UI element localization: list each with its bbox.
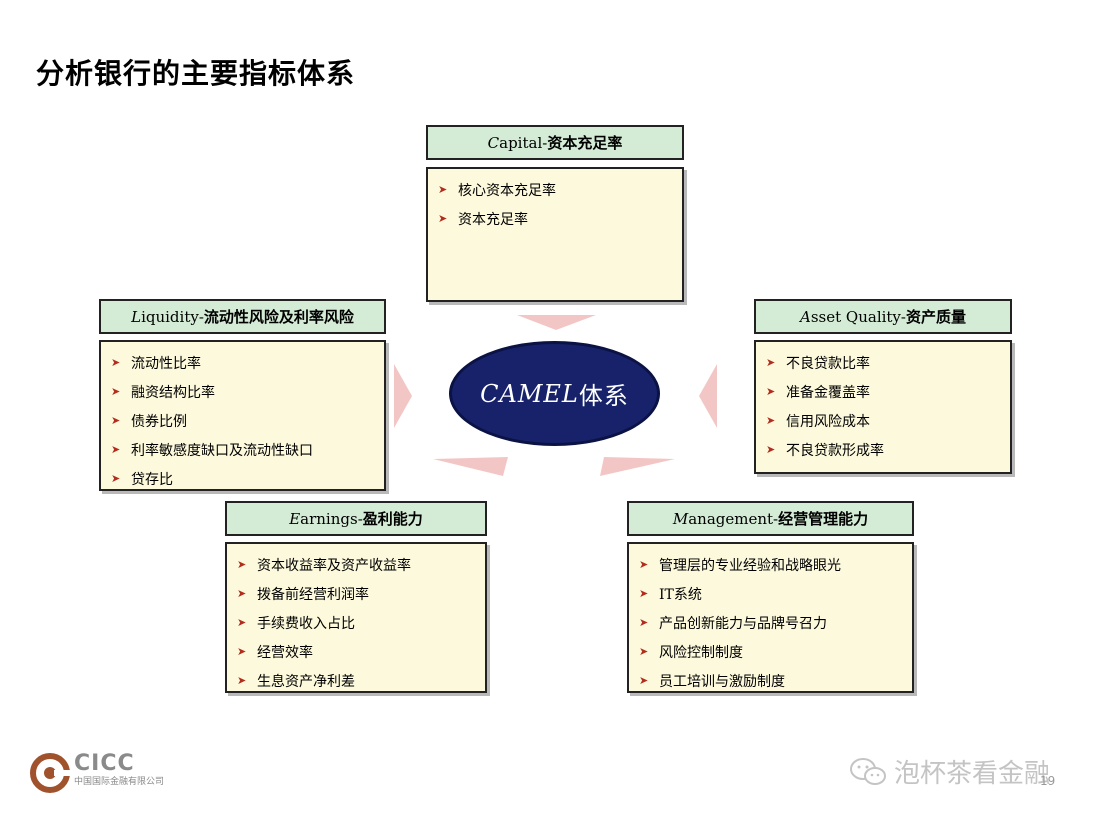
arrow-bullet-icon: ➤	[766, 443, 776, 456]
asset-box: ➤不良贷款比率 ➤准备金覆盖率 ➤信用风险成本 ➤不良贷款形成率	[754, 340, 1012, 474]
arrow-bullet-icon: ➤	[639, 645, 649, 658]
arrow-bullet-icon: ➤	[766, 356, 776, 369]
list-item: ➤利率敏感度缺口及流动性缺口	[111, 442, 313, 459]
earnings-list: ➤资本收益率及资产收益率 ➤拨备前经营利润率 ➤手续费收入占比 ➤经营效率 ➤生…	[237, 550, 475, 695]
arrow-bullet-icon: ➤	[639, 616, 649, 629]
hub-prefix: CAMEL	[480, 379, 579, 408]
arrow-bullet-icon: ➤	[639, 674, 649, 687]
arrow-bullet-icon: ➤	[111, 414, 121, 427]
liquidity-cn-label: 流动性风险及利率风险	[203, 308, 354, 326]
asset-letter: A	[800, 307, 811, 326]
arrow-bullet-icon: ➤	[438, 183, 448, 196]
wechat-icon	[850, 757, 886, 785]
cicc-name: CICC	[74, 751, 135, 776]
list-item: ➤生息资产净利差	[237, 673, 355, 690]
earnings-letter: E	[289, 509, 301, 528]
list-item: ➤债券比例	[111, 413, 187, 430]
management-cn-label: 经营管理能力	[778, 510, 869, 528]
arrow-bullet-icon: ➤	[111, 443, 121, 456]
list-item: ➤贷存比	[111, 471, 173, 488]
arrow-bullet-icon: ➤	[237, 674, 247, 687]
arrow-bullet-icon: ➤	[111, 385, 121, 398]
arrow-bullet-icon: ➤	[438, 212, 448, 225]
pointer-up	[517, 315, 596, 330]
watermark: 泡杯茶看金融	[848, 753, 1050, 790]
list-item: ➤信用风险成本	[766, 413, 870, 430]
arrow-bullet-icon: ➤	[237, 645, 247, 658]
liquidity-label: iquidity-	[141, 307, 204, 326]
list-item: ➤流动性比率	[111, 355, 201, 372]
asset-label: sset Quality-	[810, 307, 906, 326]
list-item: ➤风险控制制度	[639, 644, 743, 661]
list-item: ➤管理层的专业经验和战略眼光	[639, 557, 841, 574]
list-item: ➤资本收益率及资产收益率	[237, 557, 411, 574]
asset-list: ➤不良贷款比率 ➤准备金覆盖率 ➤信用风险成本 ➤不良贷款形成率	[766, 348, 1000, 464]
liquidity-list: ➤流动性比率 ➤融资结构比率 ➤债券比例 ➤利率敏感度缺口及流动性缺口 ➤贷存比	[111, 348, 374, 493]
arrow-bullet-icon: ➤	[639, 587, 649, 600]
list-item: ➤员工培训与激励制度	[639, 673, 785, 690]
list-item: ➤核心资本充足率	[438, 182, 556, 199]
pointer-right	[699, 364, 717, 428]
list-item: ➤不良贷款比率	[766, 355, 870, 372]
hub-suffix: 体系	[578, 382, 629, 410]
arrow-bullet-icon: ➤	[766, 385, 776, 398]
earnings-cn-label: 盈利能力	[362, 510, 423, 528]
earnings-box: ➤资本收益率及资产收益率 ➤拨备前经营利润率 ➤手续费收入占比 ➤经营效率 ➤生…	[225, 542, 487, 693]
arrow-bullet-icon: ➤	[237, 558, 247, 571]
pointer-lower-right	[600, 457, 675, 476]
cicc-logo-text: CICC 中国国际金融有限公司	[74, 752, 164, 788]
list-item: ➤准备金覆盖率	[766, 384, 870, 401]
capital-list: ➤核心资本充足率 ➤资本充足率	[438, 175, 672, 233]
page-number: 19	[1040, 774, 1056, 788]
earnings-label: arnings-	[300, 509, 363, 528]
list-item: ➤融资结构比率	[111, 384, 215, 401]
pointer-lower-left	[433, 457, 508, 476]
watermark-text: 泡杯茶看金融	[894, 759, 1051, 789]
management-list: ➤管理层的专业经验和战略眼光 ➤IT系统 ➤产品创新能力与品牌号召力 ➤风险控制…	[639, 550, 902, 695]
management-letter: M	[672, 509, 689, 528]
list-item: ➤不良贷款形成率	[766, 442, 884, 459]
capital-label: apital-	[499, 133, 548, 152]
arrow-bullet-icon: ➤	[766, 414, 776, 427]
arrow-bullet-icon: ➤	[237, 616, 247, 629]
management-box: ➤管理层的专业经验和战略眼光 ➤IT系统 ➤产品创新能力与品牌号召力 ➤风险控制…	[627, 542, 914, 693]
list-item: ➤IT系统	[639, 586, 702, 603]
list-item: ➤经营效率	[237, 644, 313, 661]
list-item: ➤产品创新能力与品牌号召力	[639, 615, 827, 632]
capital-box: ➤核心资本充足率 ➤资本充足率	[426, 167, 684, 302]
cicc-logo-icon	[30, 753, 70, 793]
liquidity-letter: L	[131, 307, 142, 326]
capital-letter: C	[487, 133, 500, 152]
arrow-bullet-icon: ➤	[111, 356, 121, 369]
management-label: anagement-	[688, 509, 779, 528]
page-title: 分析银行的主要指标体系	[36, 57, 356, 90]
asset-cn-label: 资产质量	[905, 308, 966, 326]
list-item: ➤手续费收入占比	[237, 615, 355, 632]
arrow-bullet-icon: ➤	[639, 558, 649, 571]
pointer-left	[394, 364, 412, 428]
cicc-fullname: 中国国际金融有限公司	[74, 777, 165, 787]
list-item: ➤拨备前经营利润率	[237, 586, 369, 603]
arrow-bullet-icon: ➤	[237, 587, 247, 600]
liquidity-box: ➤流动性比率 ➤融资结构比率 ➤债券比例 ➤利率敏感度缺口及流动性缺口 ➤贷存比	[99, 340, 386, 491]
capital-cn-label: 资本充足率	[547, 134, 623, 152]
list-item: ➤资本充足率	[438, 211, 528, 228]
arrow-bullet-icon: ➤	[111, 472, 121, 485]
